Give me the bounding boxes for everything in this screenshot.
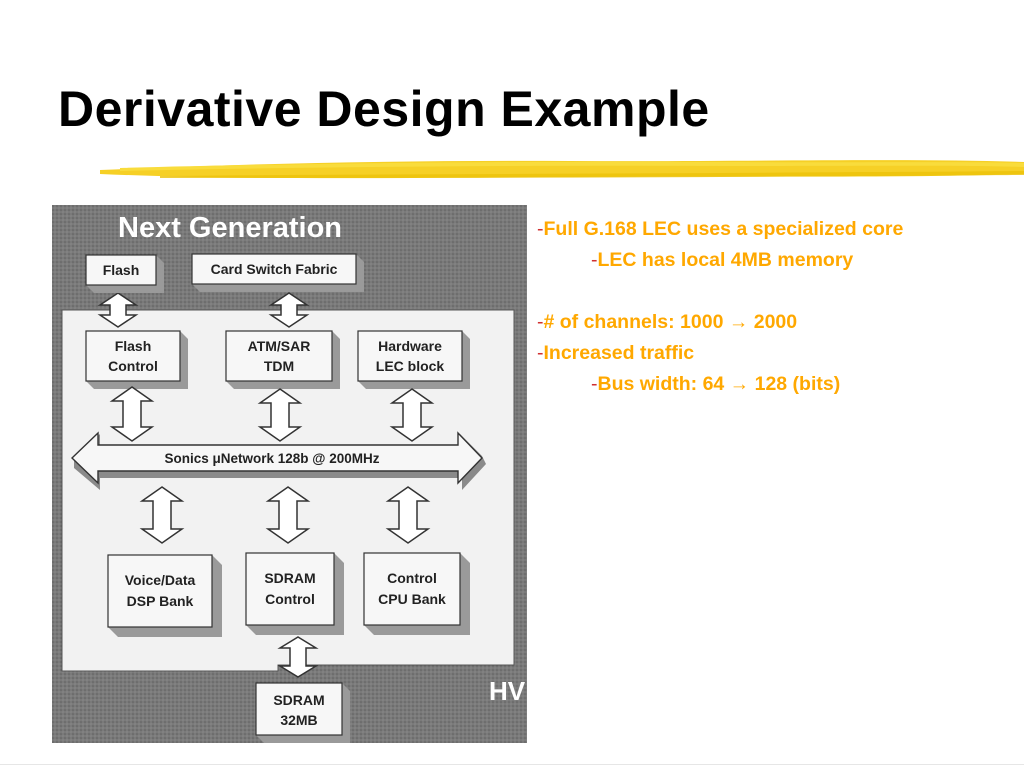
arrow-fabric-to-atm xyxy=(268,292,310,328)
bullet-spacer xyxy=(537,276,1024,307)
diagram-corner-text: HV xyxy=(489,676,526,706)
arrow-bus-to-sdram-control xyxy=(265,486,311,544)
bullet-text: Bus width: 64 → 128 (bits) xyxy=(597,373,841,395)
arrow-lec-to-bus xyxy=(389,388,435,442)
block-sdram-control-line2: Control xyxy=(265,591,315,607)
block-voice-dsp-line1: Voice/Data xyxy=(125,572,196,588)
bullet-item-sub: -LEC has local 4MB memory xyxy=(537,245,1024,276)
bottom-rule xyxy=(0,764,1024,765)
block-card-switch-fabric: Card Switch Fabric xyxy=(191,253,364,292)
block-control-cpu: Control CPU Bank xyxy=(363,552,470,635)
bullet-item-sub: -Bus width: 64 → 128 (bits) xyxy=(537,369,1024,400)
arrow-sdram-control-to-sdram xyxy=(277,636,319,678)
bullet-text: LEC has local 4MB memory xyxy=(597,249,854,271)
bullet-dash: - xyxy=(537,311,544,333)
block-voice-dsp: Voice/Data DSP Bank xyxy=(107,554,222,637)
bullet-list: -Full G.168 LEC uses a specialized core … xyxy=(537,214,1024,400)
block-flash-control-line1: Flash xyxy=(115,338,152,354)
block-flash-control-line2: Control xyxy=(108,358,158,374)
block-sdram-32mb-line1: SDRAM xyxy=(273,692,324,708)
block-hardware-lec: Hardware LEC block xyxy=(357,330,470,389)
arrow-bus-to-dsp xyxy=(139,486,185,544)
block-sdram-control-line1: SDRAM xyxy=(264,570,315,586)
block-flash: Flash xyxy=(85,254,164,293)
bullet-dash: - xyxy=(591,249,598,271)
sonics-network-bus: Sonics μNetwork 128b @ 200MHz xyxy=(70,431,486,490)
bullet-text: Increased traffic xyxy=(543,342,695,364)
bullet-dash: - xyxy=(591,373,598,395)
block-sdram-32mb-line2: 32MB xyxy=(280,712,317,728)
bullet-dash: - xyxy=(537,342,544,364)
block-flash-label: Flash xyxy=(103,262,140,278)
arrow-control-to-bus xyxy=(109,386,155,442)
block-control-cpu-line2: CPU Bank xyxy=(378,591,446,607)
bullet-item: -# of channels: 1000 → 2000 xyxy=(537,307,1024,338)
diagram-heading: Next Generation xyxy=(118,212,342,244)
architecture-diagram: Next Generation Flash Card Switch Fabric… xyxy=(52,205,527,743)
bullet-dash: - xyxy=(537,218,544,240)
block-voice-dsp-line2: DSP Bank xyxy=(127,593,194,609)
block-hardware-lec-line1: Hardware xyxy=(378,338,442,354)
arrow-flash-to-control xyxy=(97,292,139,328)
title-underline xyxy=(100,160,1024,179)
block-atm-sar-tdm-line2: TDM xyxy=(264,358,294,374)
bus-label: Sonics μNetwork 128b @ 200MHz xyxy=(165,451,380,466)
block-atm-sar-tdm-line1: ATM/SAR xyxy=(248,338,311,354)
arrow-bus-to-cpu xyxy=(385,486,431,544)
block-hardware-lec-line2: LEC block xyxy=(376,358,445,374)
block-sdram-control: SDRAM Control xyxy=(245,552,344,635)
block-card-switch-fabric-label: Card Switch Fabric xyxy=(211,261,338,277)
arrow-atm-to-bus xyxy=(257,388,303,442)
bullet-item: -Full G.168 LEC uses a specialized core xyxy=(537,214,1024,245)
slide-title: Derivative Design Example xyxy=(58,81,710,137)
block-sdram-32mb: SDRAM 32MB xyxy=(255,682,350,743)
bullet-text: Full G.168 LEC uses a specialized core xyxy=(543,218,904,240)
block-flash-control: Flash Control xyxy=(85,330,188,389)
block-control-cpu-line1: Control xyxy=(387,570,437,586)
bullet-text: # of channels: 1000 → 2000 xyxy=(543,311,798,333)
bullet-item: -Increased traffic xyxy=(537,338,1024,369)
block-atm-sar-tdm: ATM/SAR TDM xyxy=(225,330,340,389)
